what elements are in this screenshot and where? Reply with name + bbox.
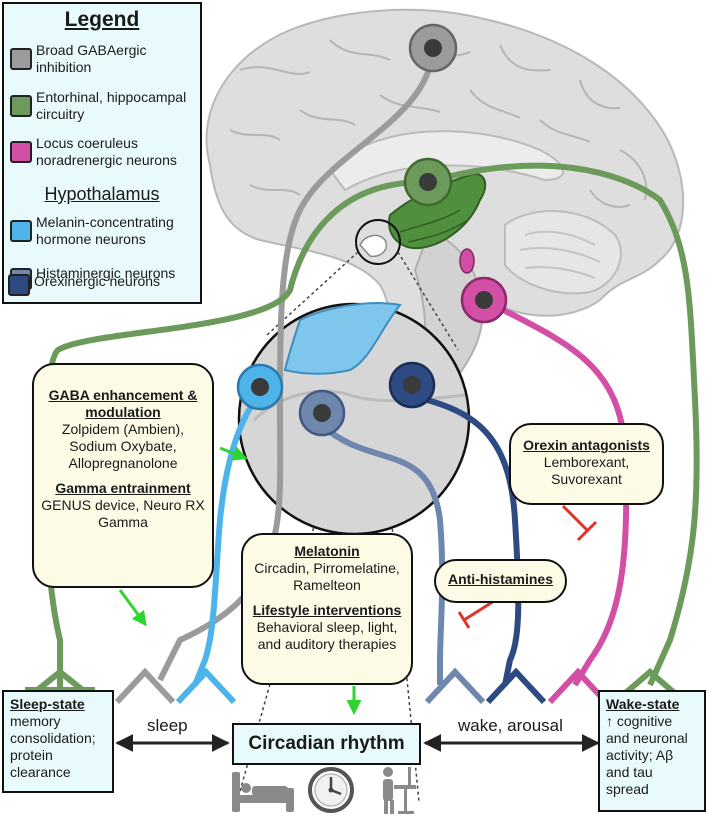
legend-label: Orexinergic neurons [34,273,161,289]
circadian-rhythm-box: Circadian rhythm [232,723,421,765]
legend-label: Broad GABAergic inhibition [36,42,147,75]
lifestyle-therapies: Behavioral sleep, light, and auditory th… [256,619,398,652]
sleep-state-body: memory consolidation; protein clearance [10,713,96,780]
clock-icon [308,767,354,813]
legend-label: Melanin-concentrating hormone neurons [36,214,174,247]
sleep-state-heading: Sleep-state [10,696,85,712]
legend-item-mch: Melanin-concentrating hormone neurons [10,214,200,254]
magnifier [236,219,471,803]
legend-item-orexin-row: Orexinergic neurons [8,270,198,298]
orexin-heading: Orexin antagonists [523,437,650,453]
wake-state-body: ↑ cognitive and neuronal activity; Aβ an… [606,713,688,797]
bed-icon [232,772,294,812]
legend-item-locus: Locus coeruleus noradrenergic neurons [10,135,200,175]
standing-desk-icon [383,767,416,814]
orexin-swatch [8,274,30,296]
legend-label: Histaminergic neurons [36,265,176,281]
gaba-gamma-callout: GABA enhancement & modulation Zolpidem (… [32,363,214,588]
sleep-state-box: Sleep-state memory consolidation; protei… [2,690,114,793]
sleep-arrow-label: sleep [147,716,188,735]
wake-state-box: Wake-state ↑ cognitive and neuronal acti… [598,690,706,812]
melatonin-callout: Melatonin Circadin, Pirromelatine, Ramel… [241,533,413,685]
stimulate-arrows [118,446,362,715]
gamma-heading: Gamma entrainment [55,480,191,496]
gaba-heading: GABA enhancement & modulation [48,387,198,420]
gaba-swatch [10,48,32,70]
legend: Legend Broad GABAergic inhibition Entorh… [2,2,202,304]
antihistamine-heading: Anti-histamines [447,571,553,587]
entorhinal-swatch [10,95,32,117]
melatonin-drugs: Circadin, Pirromelatine, Ramelteon [254,560,400,593]
gaba-drugs: Zolpidem (Ambien), Sodium Oxybate, Allop… [61,421,185,471]
legend-subtitle: Hypothalamus [44,184,160,204]
wake-state-heading: Wake-state [606,696,680,712]
wake-arrow-label: wake, arousal [458,716,563,735]
locus-swatch [10,141,32,163]
legend-title: Legend [64,8,140,31]
orexin-antagonist-callout: Orexin antagonists Lemborexant, Suvorexa… [509,423,664,505]
melatonin-heading: Melatonin [294,543,360,559]
legend-item-gaba: Broad GABAergic inhibition [10,42,200,82]
gamma-devices: GENUS device, Neuro RX Gamma [41,497,205,530]
legend-item-entorhinal: Entorhinal, hippocampal circuitry [10,89,200,129]
antihistamine-callout: Anti-histamines [434,559,567,603]
mch-swatch [10,220,32,242]
legend-label: Locus coeruleus noradrenergic neurons [36,135,177,168]
orexin-drugs: Lemborexant, Suvorexant [543,454,630,487]
legend-label: Entorhinal, hippocampal circuitry [36,89,187,122]
neurons [236,23,508,437]
lifestyle-heading: Lifestyle interventions [252,602,402,618]
